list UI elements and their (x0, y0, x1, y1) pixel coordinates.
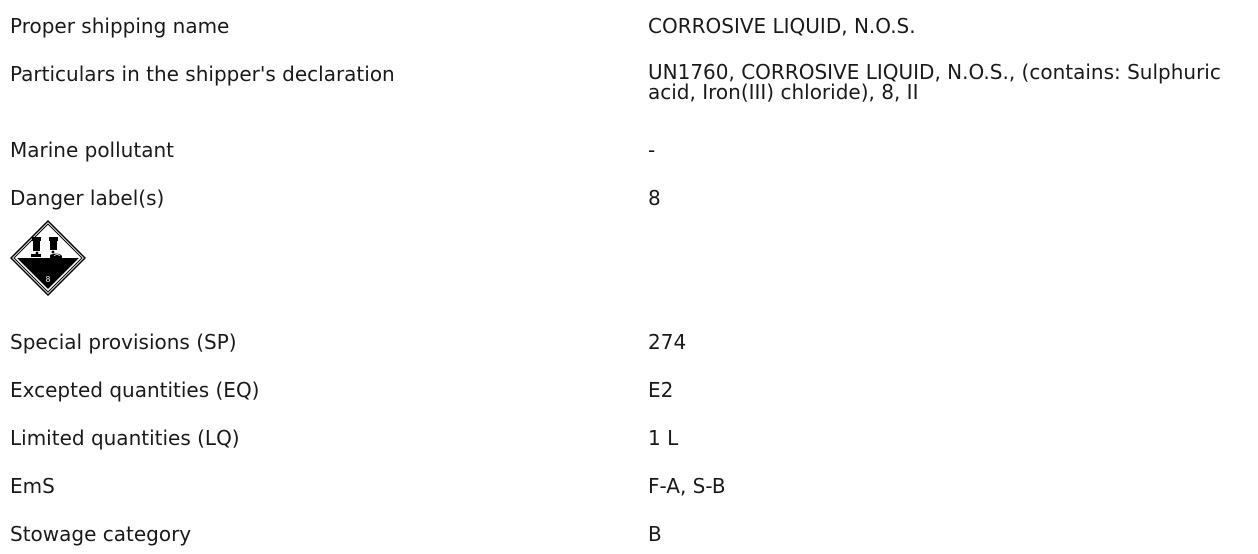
corrosive-class-8-placard-icon: 8 (10, 220, 86, 296)
label-stowage-category: Stowage category (10, 522, 192, 546)
row-marine-pollutant: Marine pollutant - (10, 138, 1258, 162)
label-shipper-declaration: Particulars in the shipper's declaration (10, 62, 395, 86)
value-stowage-category: B (648, 522, 662, 546)
row-limited-quantities: Limited quantities (LQ) 1 L (10, 426, 1258, 450)
label-limited-quantities: Limited quantities (LQ) (10, 426, 240, 450)
value-shipper-declaration: UN1760, CORROSIVE LIQUID, N.O.S., (conta… (648, 60, 1221, 104)
label-ems: EmS (10, 474, 55, 498)
value-limited-quantities: 1 L (648, 426, 679, 450)
label-excepted-quantities: Excepted quantities (EQ) (10, 378, 260, 402)
value-danger-labels: 8 (648, 186, 661, 210)
row-stowage-category: Stowage category B (10, 522, 1258, 546)
row-shipper-declaration: Particulars in the shipper's declaration… (10, 62, 1258, 102)
row-ems: EmS F-A, S-B (10, 474, 1258, 498)
label-proper-shipping-name: Proper shipping name (10, 14, 230, 38)
value-marine-pollutant: - (648, 138, 656, 162)
row-special-provisions: Special provisions (SP) 274 (10, 330, 1258, 354)
value-special-provisions: 274 (648, 330, 687, 354)
value-ems: F-A, S-B (648, 474, 726, 498)
value-proper-shipping-name: CORROSIVE LIQUID, N.O.S. (648, 14, 916, 38)
value-excepted-quantities: E2 (648, 378, 674, 402)
row-danger-labels: Danger label(s) 8 (10, 186, 1258, 210)
placard-class-number: 8 (46, 275, 51, 284)
label-marine-pollutant: Marine pollutant (10, 138, 174, 162)
row-excepted-quantities: Excepted quantities (EQ) E2 (10, 378, 1258, 402)
label-special-provisions: Special provisions (SP) (10, 330, 237, 354)
label-danger-labels: Danger label(s) (10, 186, 165, 210)
row-proper-shipping-name: Proper shipping name CORROSIVE LIQUID, N… (10, 14, 1258, 38)
